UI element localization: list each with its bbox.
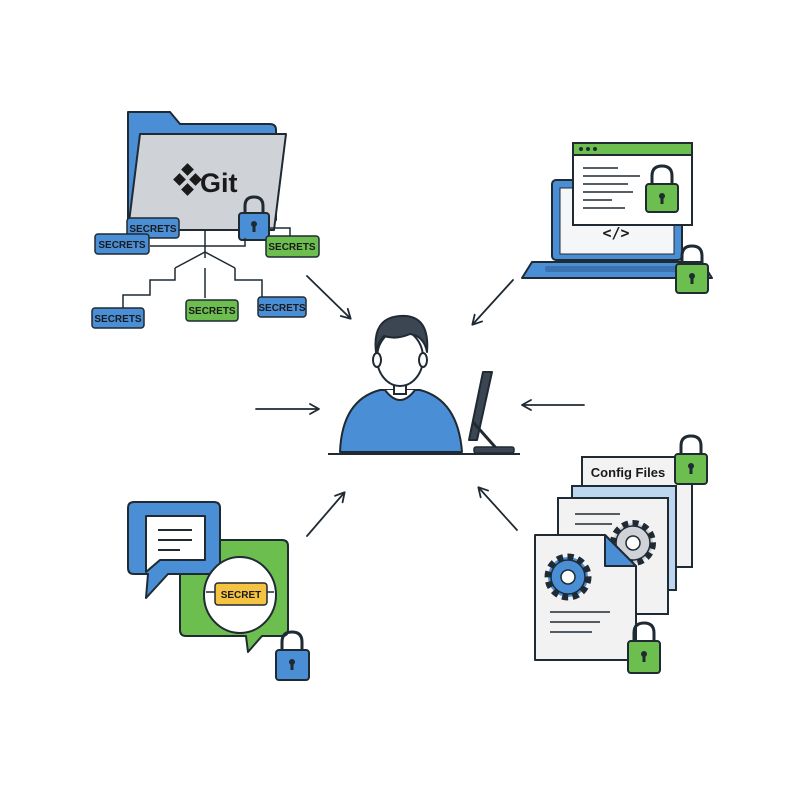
svg-text:SECRETS: SECRETS bbox=[268, 242, 316, 253]
lock-icon bbox=[645, 164, 679, 213]
arrow-from-chat bbox=[306, 491, 346, 537]
repo-tree-lines bbox=[122, 227, 291, 310]
svg-text:SECRETS: SECRETS bbox=[188, 306, 236, 317]
lock-icon bbox=[275, 630, 310, 681]
lock-icon bbox=[627, 621, 661, 674]
developer-hair bbox=[374, 314, 429, 353]
chat-bubbles-icon: SECRET bbox=[127, 501, 289, 653]
arrow-from-laptop bbox=[471, 279, 514, 326]
secrets-tag: SECRETS bbox=[91, 307, 145, 329]
document-lines bbox=[550, 611, 610, 633]
code-symbol: </> bbox=[602, 224, 629, 242]
lock-icon bbox=[674, 434, 708, 485]
secrets-tag: SECRETS bbox=[185, 299, 239, 322]
arrows bbox=[255, 275, 585, 537]
git-diamond-icon bbox=[173, 163, 202, 196]
developer-at-monitor-icon bbox=[328, 314, 520, 455]
git-repository-group: Git SECRETS SECRETS bbox=[91, 111, 320, 329]
svg-text:SECRET: SECRET bbox=[221, 590, 262, 601]
code-lines bbox=[583, 167, 640, 209]
secrets-tag: SECRETS bbox=[257, 296, 307, 318]
lock-icon bbox=[238, 195, 270, 241]
browser-window: </> bbox=[572, 142, 693, 242]
svg-text:SECRETS: SECRETS bbox=[258, 303, 306, 314]
git-logo-text: Git bbox=[200, 168, 238, 198]
gear-icon bbox=[544, 553, 592, 601]
svg-text:SECRETS: SECRETS bbox=[129, 224, 177, 235]
lock-icon bbox=[675, 244, 709, 294]
secrets-tag: SECRETS bbox=[265, 235, 320, 258]
arrow-from-config bbox=[477, 486, 518, 531]
arrow-from-git bbox=[306, 275, 352, 320]
secrets-tag: SECRETS bbox=[126, 217, 180, 239]
developer-body bbox=[339, 389, 463, 453]
secrets-tag: SECRETS bbox=[94, 233, 150, 255]
gear-document-icon: Config Files bbox=[534, 456, 693, 661]
svg-text:SECRETS: SECRETS bbox=[98, 240, 146, 251]
svg-text:SECRETS: SECRETS bbox=[94, 314, 142, 325]
secret-label-tag: SECRET bbox=[214, 582, 268, 606]
config-files-title: Config Files bbox=[591, 465, 665, 480]
